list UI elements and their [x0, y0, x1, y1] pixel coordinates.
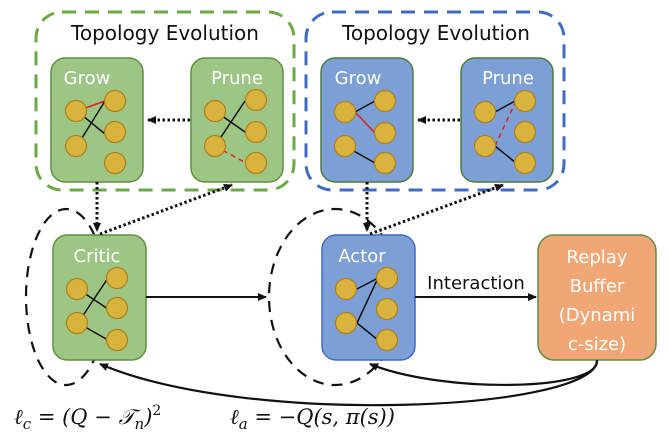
node	[103, 151, 127, 175]
replay-to-critic-arrow	[99, 359, 599, 407]
node	[103, 89, 127, 113]
node	[244, 151, 268, 175]
critic-prune-box: Prune	[190, 57, 284, 183]
replay-to-actor-arrow	[369, 359, 599, 387]
actor-box: Actor	[321, 234, 416, 361]
actor-loss-formula: ℓa = −Q(s, π(s))	[230, 405, 395, 433]
replay-buffer-line-3: (Dynami	[559, 305, 636, 326]
critic-label: Critic	[74, 246, 121, 267]
node	[334, 311, 358, 335]
critic-evolution-group	[34, 10, 296, 192]
actor-grow-label: Grow	[335, 68, 382, 89]
actor-prune-label: Prune	[482, 68, 534, 89]
node	[244, 88, 268, 112]
node	[373, 151, 397, 175]
node	[473, 134, 497, 158]
critic-box: Critic	[52, 234, 147, 361]
critic-grow-label: Grow	[64, 68, 111, 89]
node	[375, 266, 399, 290]
node	[203, 99, 227, 123]
critic-loss-formula: ℓc = (Q − 𝒯n)2	[14, 403, 161, 433]
node	[513, 89, 537, 113]
node	[513, 151, 537, 175]
critic-prune-label: Prune	[211, 68, 263, 89]
node	[105, 296, 129, 320]
node	[244, 120, 268, 144]
replay-buffer-line-2: Buffer	[570, 276, 625, 297]
node	[333, 100, 357, 124]
node	[473, 100, 497, 124]
node	[373, 89, 397, 113]
critic-grow-box: Grow	[50, 57, 144, 183]
actor-label: Actor	[338, 246, 386, 267]
actor-evolution-group	[304, 10, 566, 192]
actor-to-actor-prune-arrow	[369, 183, 504, 236]
critic-to-critic-prune-arrow	[99, 183, 233, 236]
node	[105, 266, 129, 290]
node	[65, 311, 89, 335]
interaction-label: Interaction	[427, 273, 525, 294]
node	[105, 328, 129, 352]
replay-buffer-line-1: Replay	[567, 247, 628, 268]
actor-grow-box: Grow	[320, 57, 414, 183]
actor-evolution-title: Topology Evolution	[341, 21, 530, 45]
replay-buffer-line-4: c-size)	[568, 334, 626, 355]
node	[65, 277, 89, 301]
node	[513, 120, 537, 144]
node	[375, 297, 399, 321]
node	[333, 134, 357, 158]
node	[334, 277, 358, 301]
node	[64, 99, 88, 123]
replay-buffer-box: Replay Buffer (Dynami c-size)	[537, 234, 657, 361]
node	[203, 134, 227, 158]
node	[375, 328, 399, 352]
actor-prune-box: Prune	[460, 57, 554, 183]
node	[103, 120, 127, 144]
node	[373, 121, 397, 145]
critic-evolution-title: Topology Evolution	[70, 21, 259, 45]
node	[64, 134, 88, 158]
